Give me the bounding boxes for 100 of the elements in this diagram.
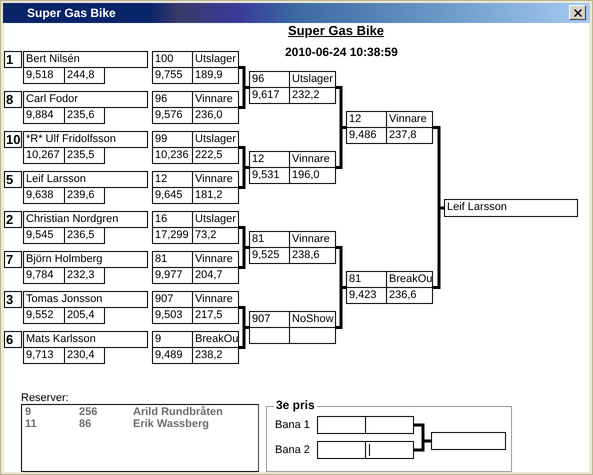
speed-cell: 196,0 xyxy=(289,167,336,184)
bracket-line xyxy=(414,440,431,452)
start-number: 9 xyxy=(25,406,32,418)
bracket-line xyxy=(336,126,346,169)
car-number-cell: 9 xyxy=(152,331,193,348)
seed-number-badge: 3 xyxy=(4,291,22,308)
result-cell: Vinnare xyxy=(386,111,433,128)
result-cell: Vinnare xyxy=(192,251,239,268)
time-cell: 9,531 xyxy=(249,167,290,184)
time-cell: 9,638 xyxy=(23,187,65,204)
time-cell: 9,423 xyxy=(346,287,387,304)
result-cell: Vinnare xyxy=(192,91,239,108)
car-number-cell: 12 xyxy=(249,151,290,168)
rider-name-cell: Mats Karlsson xyxy=(23,331,148,348)
time-cell: 10,236 xyxy=(152,147,193,164)
time-cell: 9,755 xyxy=(152,67,193,84)
speed-cell: 217,5 xyxy=(192,307,239,324)
time-cell: 9,545 xyxy=(23,227,65,244)
rider-name-cell: Björn Holmberg xyxy=(23,251,148,268)
car-number: 86 xyxy=(79,418,92,430)
result-cell: Vinnare xyxy=(289,151,336,168)
speed-cell: 239,6 xyxy=(64,187,105,204)
car-number: 256 xyxy=(79,406,98,418)
page-heading: Super Gas Bike xyxy=(286,23,386,38)
result-cell: Vinnare xyxy=(192,171,239,188)
bracket-line xyxy=(239,326,249,349)
seed-number-badge: 6 xyxy=(4,331,22,348)
speed-cell: 232,3 xyxy=(64,267,105,284)
time-cell: 9,525 xyxy=(249,247,290,264)
result-cell: Utslager xyxy=(192,211,239,228)
speed-cell: 204,7 xyxy=(192,267,239,284)
speed-cell: 235,6 xyxy=(64,107,105,124)
winner-name-cell: Leif Larsson xyxy=(444,199,578,217)
seed-number-badge: 1 xyxy=(4,51,22,68)
car-number-cell: 99 xyxy=(152,131,193,148)
speed-cell: 232,2 xyxy=(289,87,336,104)
rider-name-cell: Bert Nilsén xyxy=(23,51,148,68)
car-number-cell: 81 xyxy=(249,231,290,248)
car-number-cell: 96 xyxy=(152,91,193,108)
car-number-cell: 100 xyxy=(152,51,193,68)
rider-name-cell: *R* Ulf Fridolfsson xyxy=(23,131,148,148)
car-number-cell: 16 xyxy=(152,211,193,228)
speed-cell: 244,8 xyxy=(64,67,105,84)
car-number-cell: 12 xyxy=(152,171,193,188)
speed-cell: 238,2 xyxy=(192,347,239,364)
time-cell: 9,503 xyxy=(152,307,193,324)
time-cell: 10,267 xyxy=(23,147,65,164)
car-number-cell: 907 xyxy=(249,311,290,328)
result-cell: Vinnare xyxy=(289,231,336,248)
rider-name: Arild Rundbråten xyxy=(133,406,224,418)
result-cell: Utslager xyxy=(192,131,239,148)
speed-cell: 238,6 xyxy=(289,247,336,264)
time-cell: 9,713 xyxy=(23,347,65,364)
bracket-line xyxy=(336,286,346,329)
time-cell: 9,486 xyxy=(346,127,387,144)
bracket-line xyxy=(239,166,249,189)
time-cell: 17,299 xyxy=(152,227,193,244)
bracket-line xyxy=(239,246,249,269)
speed-cell: 236,6 xyxy=(386,287,433,304)
time-cell: 9,489 xyxy=(152,347,193,364)
list-heading: Reserver: xyxy=(21,392,69,404)
result-cell: BreakOu xyxy=(192,331,239,348)
time-cell: 9,518 xyxy=(23,67,65,84)
seed-number-badge: 7 xyxy=(4,251,22,268)
car-number-cell: 96 xyxy=(249,71,290,88)
car-number-cell: 907 xyxy=(152,291,193,308)
speed-cell: 189,9 xyxy=(192,67,239,84)
rider-name-cell: Christian Nordgren xyxy=(23,211,148,228)
speed-cell: 181,2 xyxy=(192,187,239,204)
rider-name-cell: Carl Fodor xyxy=(23,91,148,108)
time-cell: 9,977 xyxy=(152,267,193,284)
speed-cell: 237,8 xyxy=(386,127,433,144)
bracket-line xyxy=(239,86,249,109)
time-cell: 9,552 xyxy=(23,307,65,324)
time-cell: 9,576 xyxy=(152,107,193,124)
car-number-cell: 12 xyxy=(346,111,387,128)
time-cell: 9,645 xyxy=(152,187,193,204)
rider-name-cell: Tomas Jonsson xyxy=(23,291,148,308)
speed-cell: 73,2 xyxy=(192,227,239,244)
seed-number-badge: 10 xyxy=(4,131,22,148)
group-title: 3e pris xyxy=(274,399,317,412)
rider-name: Erik Wassberg xyxy=(133,418,210,430)
speed-cell: 230,4 xyxy=(64,347,105,364)
seed-number-badge: 2 xyxy=(4,211,22,228)
speed-cell: 236,5 xyxy=(64,227,105,244)
time-cell: 9,617 xyxy=(249,87,290,104)
result-cell: NoShow xyxy=(289,311,336,328)
car-number-cell: 81 xyxy=(152,251,193,268)
speed-cell: 222,5 xyxy=(192,147,239,164)
speed-cell: 235,5 xyxy=(64,147,105,164)
result-cell: BreakOu xyxy=(386,271,433,288)
result-cell: Vinnare xyxy=(192,291,239,308)
speed-cell: 236,0 xyxy=(192,107,239,124)
seed-number-badge: 8 xyxy=(4,91,22,108)
time-cell: 9,884 xyxy=(23,107,65,124)
car-number-cell: 81 xyxy=(346,271,387,288)
lane-label: Bana 1 xyxy=(275,418,310,433)
window-title: Super Gas Bike xyxy=(27,6,116,20)
lane-label: Bana 2 xyxy=(275,443,310,458)
rider-name-cell: Leif Larsson xyxy=(23,171,148,188)
